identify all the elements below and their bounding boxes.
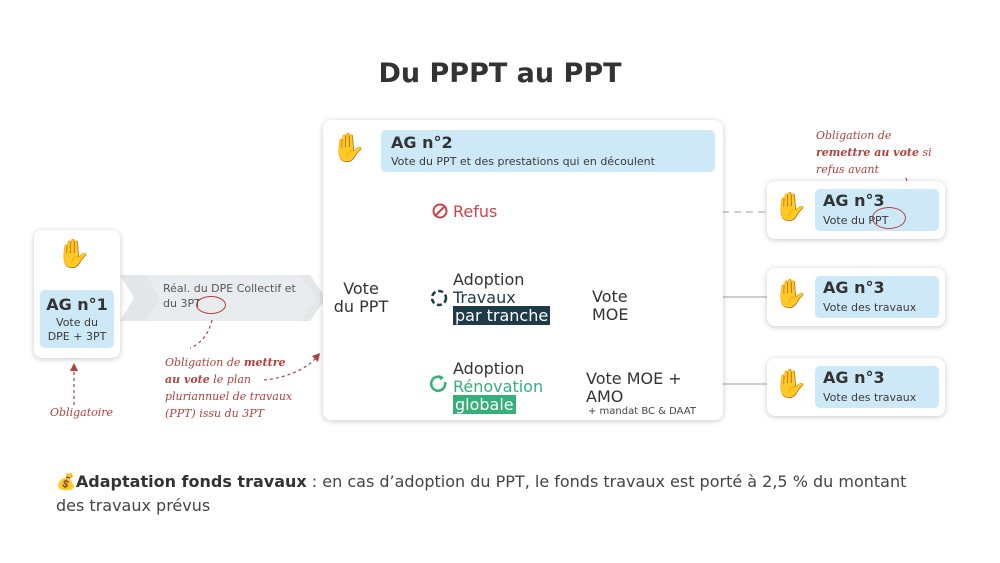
note-left: Obligation de mettre au vote le plan plu…	[165, 356, 293, 420]
branch-tranche: Adoption Travaux par tranche	[453, 270, 551, 325]
ag3-tranche-card: ✋ AG n°3 Vote des travaux	[767, 268, 945, 326]
branch-globale: Adoption Rénovation globale	[453, 359, 544, 414]
ag3-tranche-title: AG n°3	[823, 278, 885, 297]
dashed-cycle-icon	[430, 289, 448, 307]
hand-icon: ✋	[773, 367, 808, 400]
ag1-card: ✋ AG n°1 Vote du DPE + 3PT	[34, 230, 120, 358]
ag3-tranche-box: AG n°3 Vote des travaux	[815, 276, 939, 318]
forbidden-icon	[432, 203, 448, 219]
ag1-box: AG n°1 Vote du DPE + 3PT	[40, 290, 114, 348]
ag2-card: ✋ AG n°2 Vote du PPT et des prestations …	[323, 120, 723, 420]
highlight-circle	[872, 207, 906, 229]
page-title: Du PPPT au PPT	[378, 58, 622, 89]
bottom-note: 💰Adaptation fonds travaux : en cas d’ado…	[56, 472, 907, 515]
note-obligatoire: Obligatoire	[50, 406, 114, 419]
ag3-refus-card: ✋ AG n°3 Vote du PPT	[767, 181, 945, 239]
ag2-desc: Vote du PPT et des prestations qui en dé…	[391, 155, 655, 168]
hand-icon: ✋	[773, 190, 808, 223]
ag3-globale-desc: Vote des travaux	[823, 391, 917, 404]
vote-ppt-label: Vote du PPT	[333, 279, 389, 316]
cycle-icon	[430, 375, 448, 393]
hand-icon: ✋	[773, 277, 808, 310]
ag3-tranche-desc: Vote des travaux	[823, 301, 917, 314]
step-label: Réal. du DPE Collectif et du 3PT	[163, 282, 296, 310]
hand-icon: ✋	[56, 237, 91, 270]
ag2-title: AG n°2	[391, 133, 453, 152]
ag3-globale-box: AG n°3 Vote des travaux	[815, 366, 939, 408]
ag1-desc: Vote du DPE + 3PT	[47, 316, 107, 343]
highlight-circle	[196, 296, 226, 314]
arrow-band-light	[146, 275, 316, 321]
ag3-refus-title: AG n°3	[823, 191, 885, 210]
refus-label: Refus	[453, 202, 498, 221]
money-bag-icon: 💰	[56, 472, 76, 491]
vote-moe: Vote MOE	[592, 287, 629, 324]
ag3-globale-card: ✋ AG n°3 Vote des travaux	[767, 358, 945, 416]
mandat-label: + mandat BC & DAAT	[588, 406, 696, 417]
ag1-title: AG n°1	[46, 295, 108, 314]
vote-moe-amo: Vote MOE + AMO	[586, 369, 682, 406]
ag2-box: AG n°2 Vote du PPT et des prestations qu…	[381, 130, 715, 172]
ag3-globale-title: AG n°3	[823, 368, 885, 387]
hand-icon: ✋	[331, 131, 366, 164]
note-right: Obligation de remettre au vote si refus …	[816, 129, 932, 176]
